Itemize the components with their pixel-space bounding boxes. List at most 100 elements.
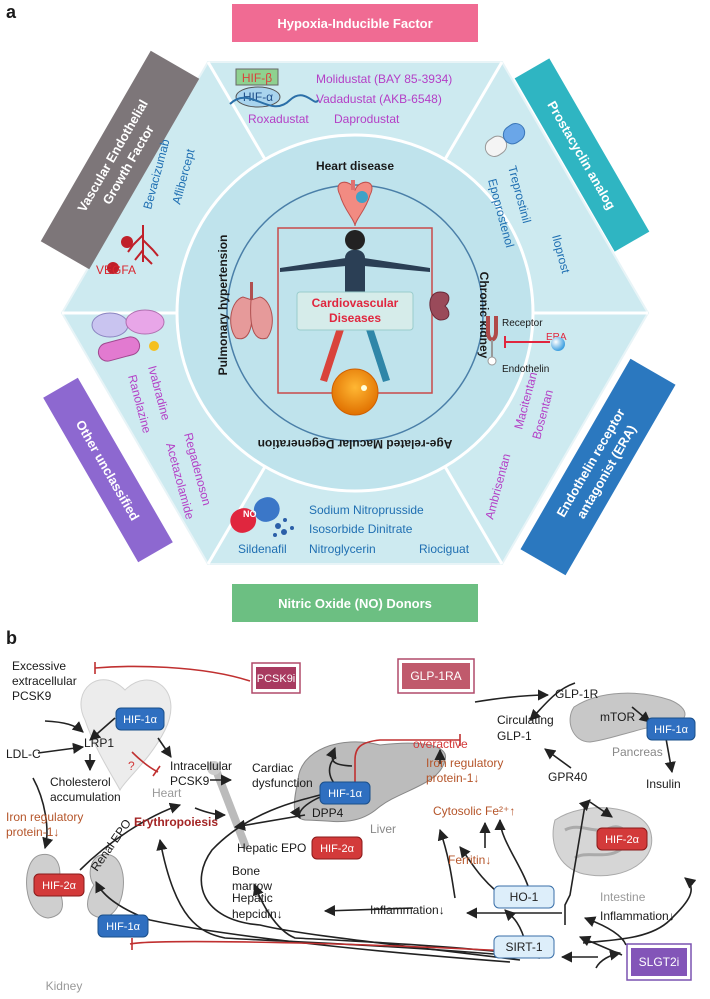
hif-beta-box [235, 68, 279, 86]
panel-a-label: a [6, 2, 17, 22]
pcsk9i-label: PCSK9i [257, 673, 296, 685]
heart-organ-icon [337, 180, 373, 227]
category-hif-label: Hypoxia-Inducible Factor [277, 16, 432, 31]
inflam-right-label: Inflammation↓ [600, 909, 675, 923]
kidney-label: Kidney [46, 979, 83, 993]
bone-marrow-line1: Bone [232, 864, 260, 878]
category-no-box [232, 584, 478, 622]
no-capsule-icon [230, 497, 280, 533]
ldlc-label: LDL-C [6, 747, 41, 761]
sirt1-box [493, 935, 555, 959]
mtor-label: mTOR [600, 710, 635, 724]
lrp1-label: LRP1 [84, 736, 114, 750]
glp1ra-label: GLP-1RA [410, 669, 461, 683]
intra-pcsk9-line2: PCSK9 [170, 774, 210, 788]
drug-nitroglycerin: Nitroglycerin [309, 542, 376, 556]
chol-line2: accumulation [50, 790, 121, 804]
cardiac-dys-line2: dysfunction [252, 776, 313, 790]
cardiac-dys-line1: Cardiac [252, 761, 293, 775]
hif2a-kidney-box [33, 873, 85, 897]
disease-heart-label: Heart disease [316, 159, 394, 173]
receptor-label: Receptor [502, 318, 543, 329]
ho1-box [493, 885, 555, 909]
vegfa-ball-icon-2 [107, 262, 119, 274]
pills-icon [91, 309, 165, 362]
pathway-arrows [32, 682, 697, 969]
hif2a-intestine-label: HIF-2α [605, 834, 640, 846]
liver-label: Liver [370, 822, 396, 836]
category-no-label: Nitric Oxide (NO) Donors [278, 596, 432, 611]
ho1-label: HO-1 [510, 890, 539, 904]
glp1r-label: GLP-1R [555, 687, 599, 701]
heart-label: Heart [152, 786, 182, 800]
hif1a-pancreas-label: HIF-1α [654, 724, 689, 736]
no-tag-label: NO [243, 509, 257, 519]
dpp4-label: DPP4 [312, 806, 344, 820]
ferritin-label: Ferritin↓ [448, 853, 491, 867]
hif-alpha-label: HIF-α [243, 90, 273, 104]
sirt1-label: SIRT-1 [505, 940, 542, 954]
hif2a-liver-box [311, 836, 363, 860]
hif1a-pancreas-box [646, 717, 696, 741]
hif1a-liver-box [319, 781, 371, 805]
hif-alpha-ellipse [235, 86, 281, 108]
drug-roxadustat: Roxadustat [248, 112, 309, 126]
hif1a-kidney-box [97, 914, 149, 938]
cytosolic-label: Cytosolic Fe²⁺↑ [433, 804, 515, 818]
inflam-mid-label: Inflammation↓ [370, 903, 445, 917]
center-label-box [296, 291, 414, 331]
circ-glp1-line1: Circulating [497, 713, 554, 727]
vegfa-label: VEGFA [96, 263, 136, 277]
hif2a-intestine-box [596, 827, 648, 851]
gpr40-label: GPR40 [548, 770, 588, 784]
disease-kidney-label: Chronic kidney [477, 272, 491, 359]
intra-pcsk9-line1: Intracellular [170, 759, 232, 773]
glp1ra-box [402, 663, 470, 689]
receptor-icon [486, 316, 498, 366]
irp-right-line1: Iron regulatory [426, 756, 503, 770]
vegfa-ball-icon [121, 236, 133, 248]
panel-b-label: b [6, 628, 17, 648]
hif1a-heart-label: HIF-1α [123, 714, 158, 726]
irp-left-line1: Iron regulatory [6, 810, 83, 824]
drug-daprodustat: Daprodustat [334, 112, 400, 126]
insulin-label: Insulin [646, 777, 681, 791]
lungs-icon [230, 282, 273, 340]
drug-molidustat: Molidustat (BAY 85-3934) [316, 72, 452, 86]
hif-beta-label: HIF-β [242, 71, 272, 85]
category-hif-box [232, 4, 478, 42]
slgt2i-box [631, 948, 687, 976]
hif1a-liver-label: HIF-1α [328, 788, 363, 800]
hif2a-liver-label: HIF-2α [320, 843, 355, 855]
irp-left-line2: protein-1↓ [6, 825, 59, 839]
heart-background-icon [80, 679, 172, 792]
no-dots-icon [273, 518, 294, 537]
disease-ph-label: Pulmonary hypertension [216, 235, 230, 376]
irp-right-line2: protein-1↓ [426, 771, 479, 785]
slgt2i-label: SLGT2i [639, 955, 680, 969]
dna-strand-icon [229, 94, 319, 108]
drug-sildenafil: Sildenafil [238, 542, 287, 556]
excessive-pcsk9-line3: PCSK9 [12, 689, 52, 703]
bone-marrow-line2: marrow [232, 879, 272, 893]
overactive-label: overactive [413, 737, 468, 751]
center-label-line2: Diseases [329, 311, 381, 325]
drug-sodium-nitroprusside: Sodium Nitroprusside [309, 503, 424, 517]
bone-icon [207, 761, 249, 849]
vegfa-vessel-icon [127, 225, 159, 265]
chol-line1: Cholesterol [50, 775, 111, 789]
hif2a-kidney-label: HIF-2α [42, 880, 77, 892]
capsule-icon [484, 123, 526, 157]
drug-riociguat: Riociguat [419, 542, 470, 556]
hepatic-epo-label: Hepatic EPO [237, 841, 306, 855]
drug-isosorbide: Isosorbide Dinitrate [309, 522, 413, 536]
hepatic-hepcidin-line1: Hepatic [232, 891, 273, 905]
era-ball-icon [551, 337, 565, 351]
kidney-icon [429, 291, 450, 321]
erythropoiesis-label: Erythropoiesis [134, 815, 218, 829]
inhibition-lines [94, 662, 551, 954]
question-label: ? [128, 759, 135, 773]
center-label-line1: Cardiovascular [312, 296, 399, 310]
pancreas-label: Pancreas [612, 745, 663, 759]
